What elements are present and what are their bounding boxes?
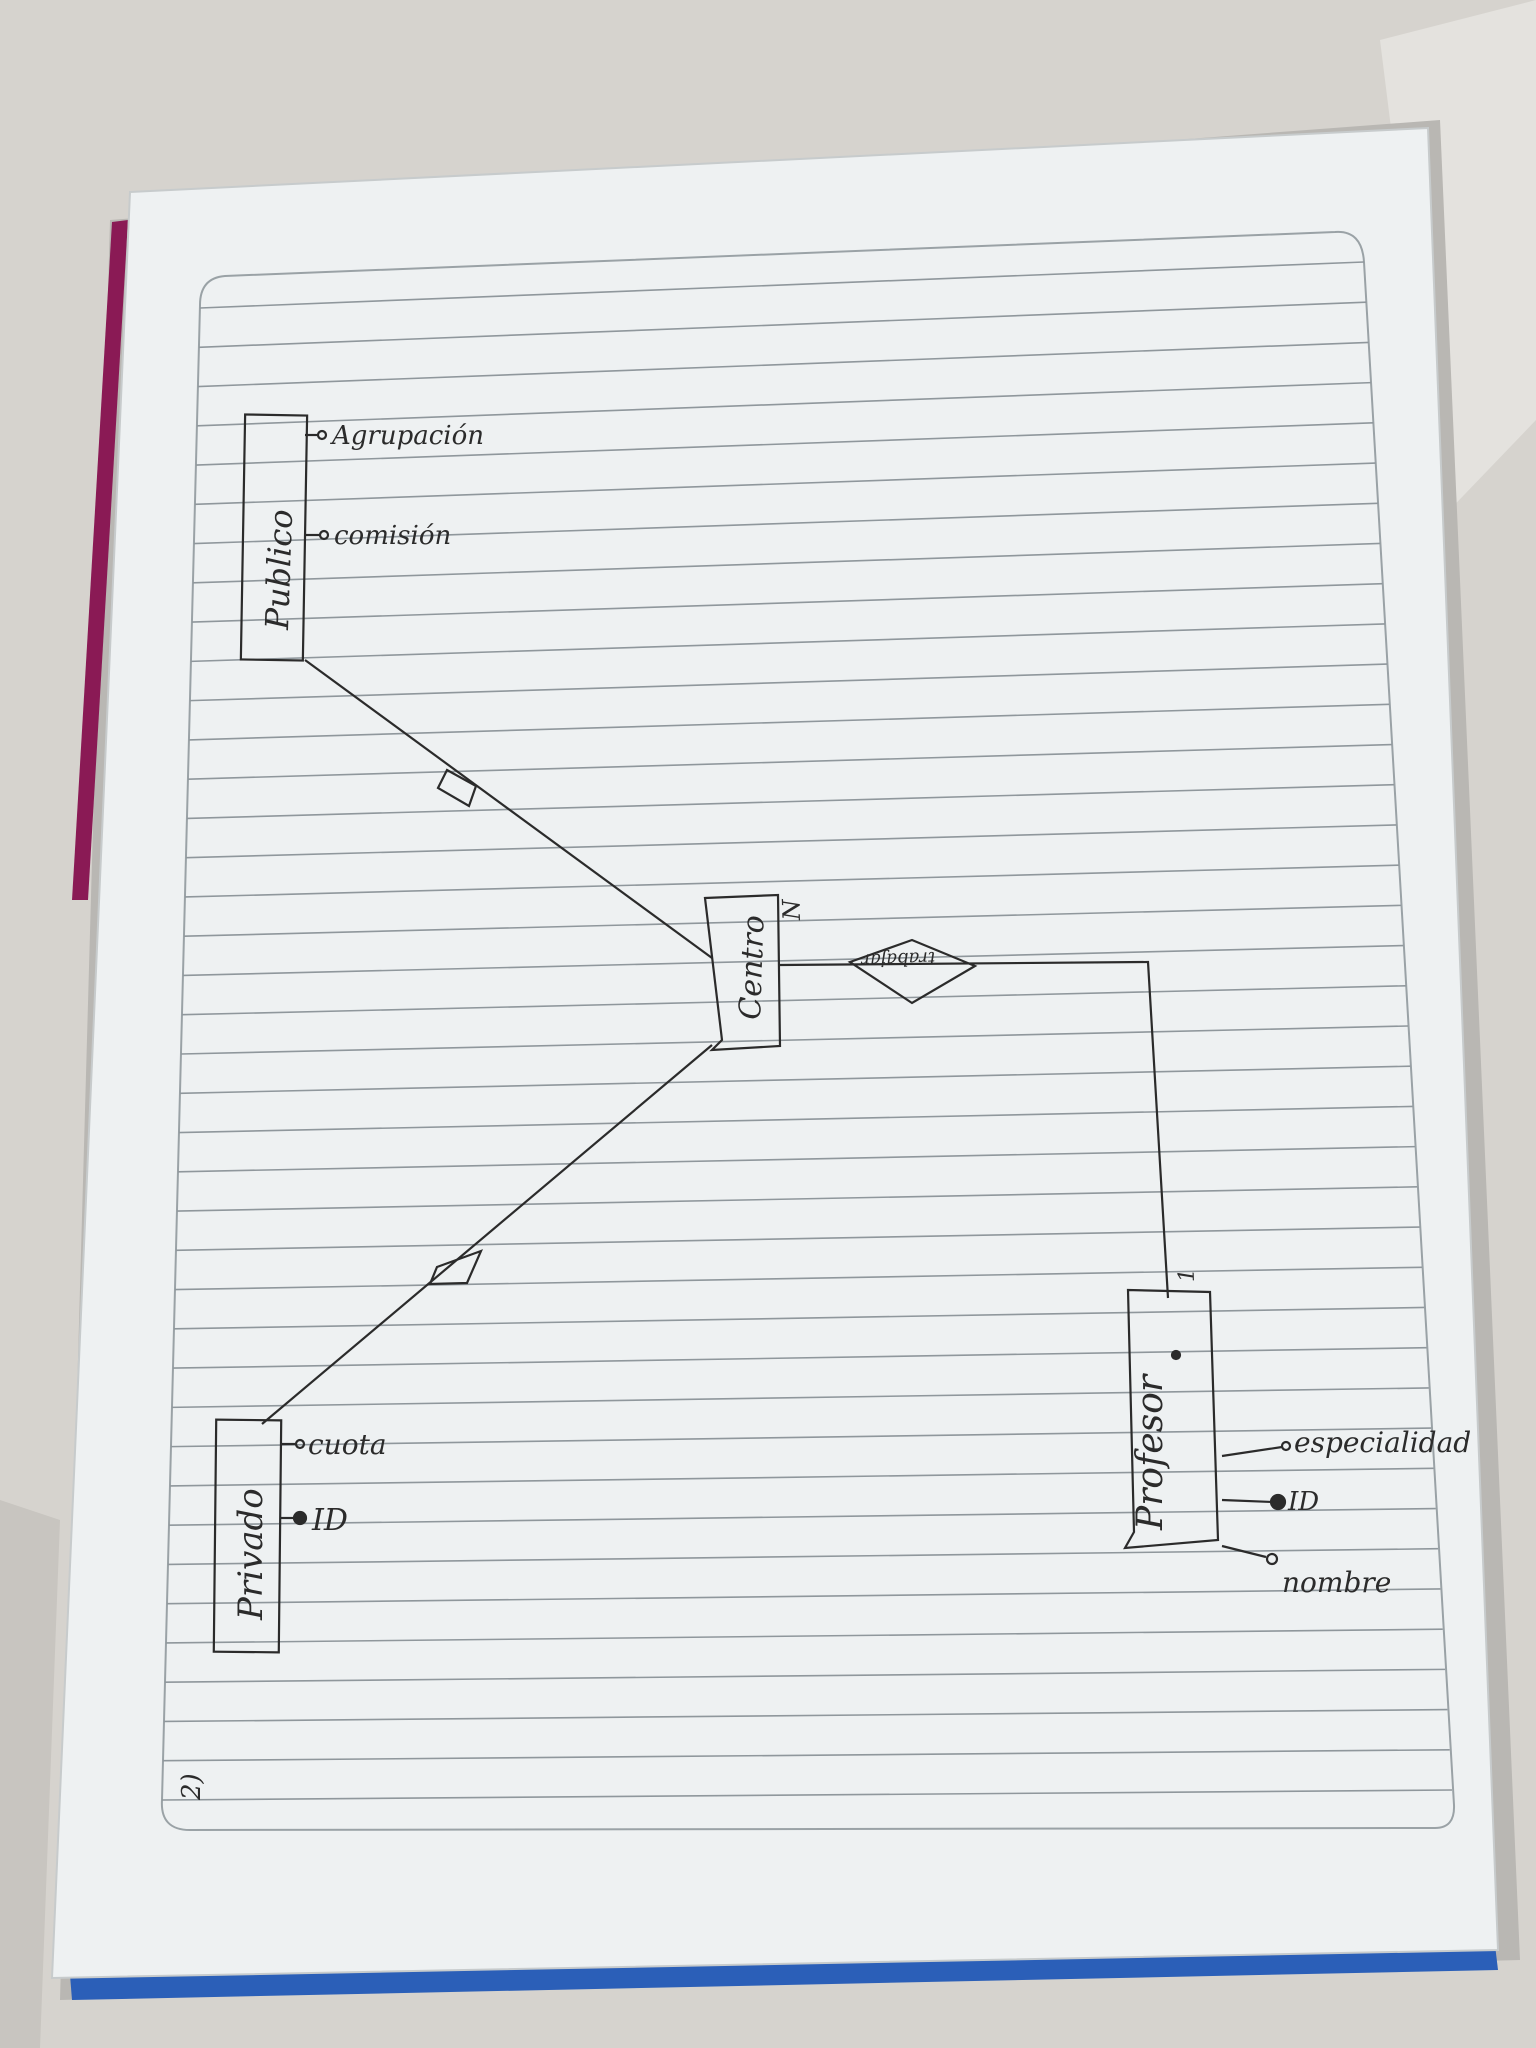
ruled-line — [181, 984, 1406, 1016]
ruled-line — [166, 1588, 1441, 1605]
ruled-line — [184, 864, 1399, 898]
entity-label-publico: Publico — [258, 509, 300, 632]
cardinality-centro: N — [777, 898, 806, 922]
ruled-line — [172, 1346, 1427, 1369]
attribute-connectors — [280, 429, 1292, 1566]
ruled-line — [161, 1789, 1453, 1801]
attribute-comision: comisión — [334, 521, 451, 551]
line-publico-centro — [304, 659, 713, 959]
attribute-id-privado: ID — [311, 1503, 348, 1538]
ruled-line — [162, 1748, 1450, 1762]
ruled-line — [194, 462, 1376, 506]
ruled-line — [176, 1186, 1418, 1212]
attribute-cuota: cuota — [308, 1428, 387, 1461]
attribute-id-profesor: ID — [1287, 1487, 1319, 1517]
ruled-line — [191, 582, 1383, 623]
ruled-lines — [161, 261, 1453, 1801]
ruled-line — [188, 703, 1390, 741]
entity-label-profesor: Profesor — [1130, 1373, 1171, 1531]
profesor-mark — [1170, 1349, 1182, 1361]
ruled-line — [171, 1387, 1429, 1409]
entity-profesor — [1123, 1288, 1220, 1550]
er-diagram — [212, 413, 1292, 1654]
attribute-agrupacion: Agrupación — [330, 421, 484, 451]
attribute-nombre: nombre — [1282, 1566, 1391, 1599]
ruled-line — [185, 824, 1397, 859]
ruled-line — [192, 542, 1381, 584]
ruled-line — [197, 341, 1369, 388]
diamond-privado-centro — [428, 1249, 484, 1286]
ruled-line — [195, 422, 1374, 466]
ruled-line — [163, 1708, 1448, 1723]
ruled-line — [187, 743, 1392, 780]
ruled-line — [186, 783, 1395, 820]
diamond-publico-centro — [436, 768, 478, 808]
ruled-line — [169, 1467, 1434, 1487]
entity-label-centro: Centro — [733, 915, 772, 1021]
paper-sheet — [50, 126, 1500, 1980]
page-number: 2) — [177, 1773, 207, 1801]
notebook-binding-magenta — [72, 220, 128, 900]
attribute-especialidad: especialidad — [1294, 1426, 1471, 1459]
line-centro-profesor — [779, 960, 1170, 1299]
ruled-line — [173, 1306, 1425, 1330]
notebook-binding-blue — [70, 1945, 1498, 2000]
ruled-line — [193, 502, 1378, 545]
relationship-label-trabajar: trabajar — [860, 947, 936, 971]
relationship-diamond-trabajar — [847, 938, 978, 1005]
ruled-line — [165, 1628, 1443, 1644]
ruled-line — [175, 1226, 1420, 1252]
ruled-line — [198, 301, 1367, 349]
cardinality-profesor: 1 — [1175, 1268, 1200, 1283]
ruled-line — [183, 904, 1402, 938]
ruled-line — [167, 1547, 1439, 1566]
entity-publico — [239, 413, 309, 662]
diagram-labels: Publico Centro Privado Profesor Agrupaci… — [177, 421, 1471, 1801]
ruled-line — [170, 1427, 1432, 1448]
ruled-line — [189, 663, 1388, 702]
ruled-line — [180, 1025, 1409, 1055]
entity-centro — [703, 893, 782, 1052]
ruled-line — [174, 1266, 1422, 1291]
ruled-line — [164, 1668, 1446, 1684]
ruled-line — [182, 944, 1404, 977]
ruled-line — [168, 1507, 1436, 1526]
ruled-line — [196, 381, 1371, 427]
ruled-line — [177, 1145, 1415, 1173]
ruled-area-frame — [160, 230, 1456, 1832]
ruled-line — [190, 623, 1385, 663]
ruled-line — [178, 1105, 1413, 1134]
line-privado-centro — [261, 1044, 713, 1425]
entity-label-privado: Privado — [231, 1488, 271, 1621]
ruled-line — [179, 1065, 1411, 1095]
entity-privado — [212, 1418, 283, 1654]
ruled-line — [199, 261, 1365, 309]
